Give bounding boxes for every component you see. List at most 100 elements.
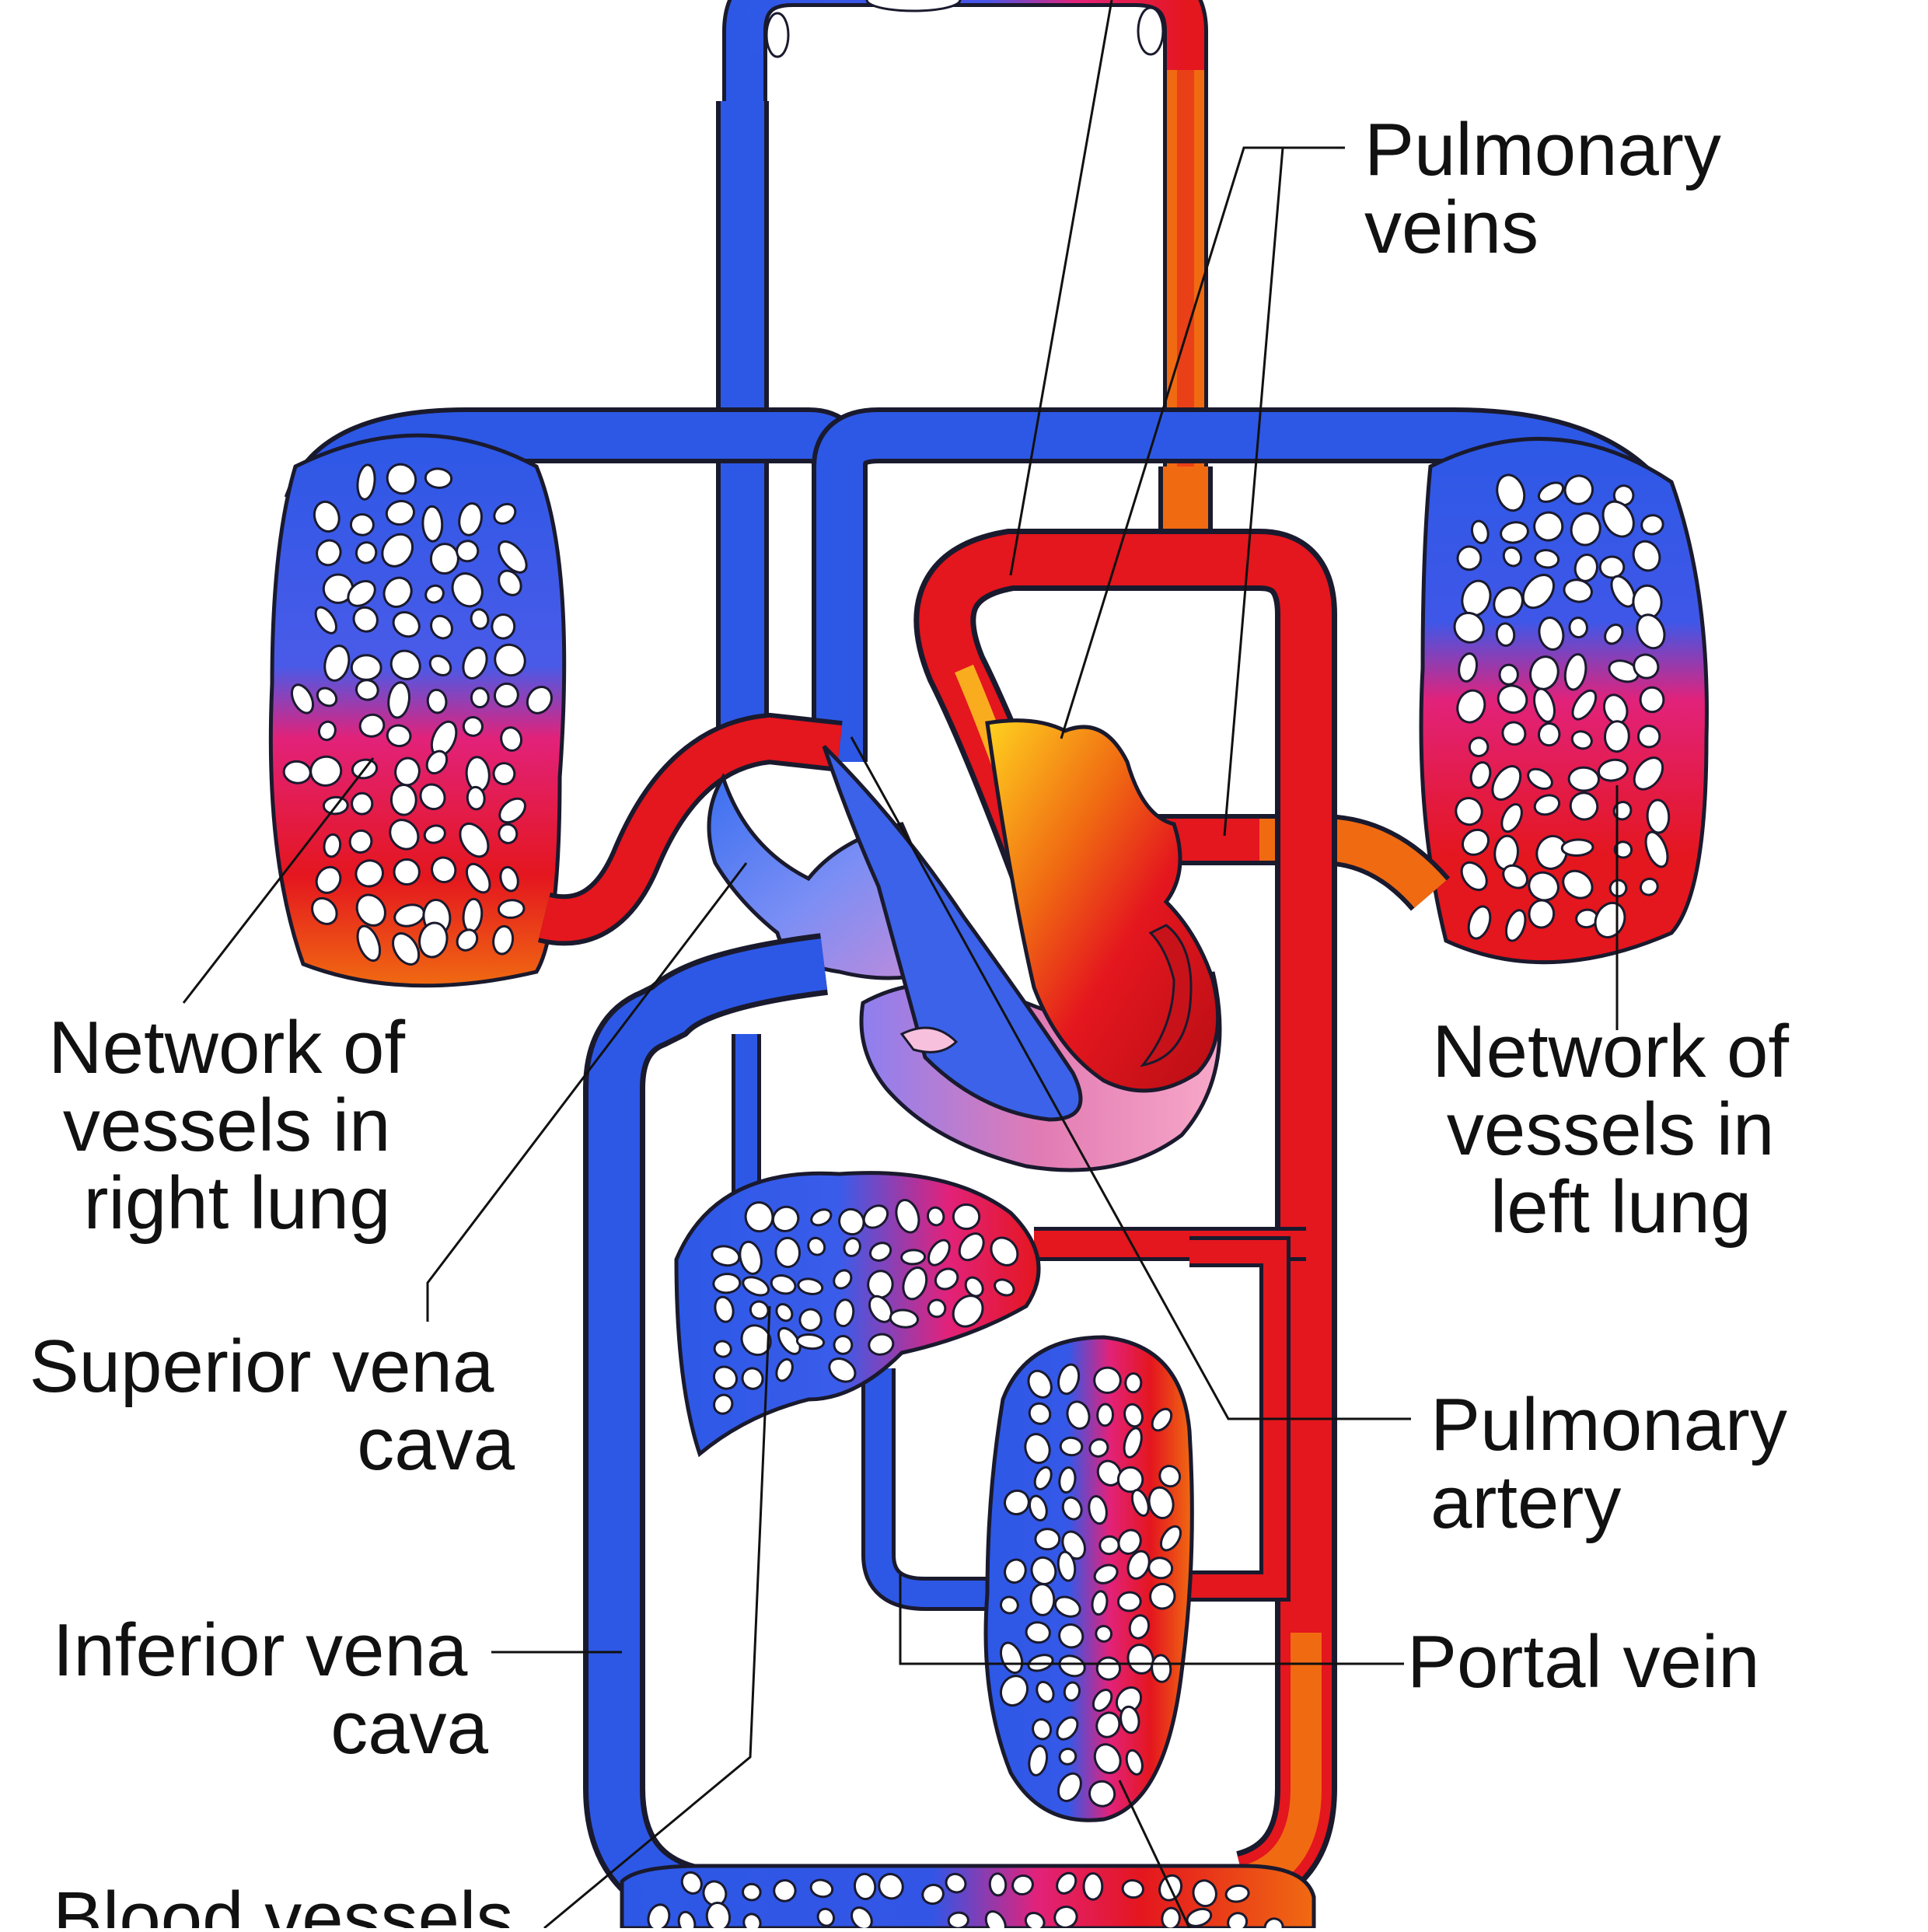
- capillary-gap: [348, 829, 373, 854]
- capillary-gap: [1496, 473, 1526, 512]
- capillary-gap: [1639, 686, 1665, 714]
- capillary-gap: [1151, 1407, 1173, 1432]
- capillary-gap: [458, 502, 483, 536]
- label-superior-vena-cava: Superior vena cava: [30, 1325, 515, 1486]
- capillary-gap: [1095, 1624, 1113, 1643]
- capillary-gap: [386, 724, 412, 748]
- capillary-gap: [425, 749, 449, 775]
- capillary-gap: [1534, 549, 1560, 569]
- capillary-gap: [1117, 1528, 1142, 1555]
- capillary-gap: [777, 1326, 802, 1355]
- capillary-gap: [465, 862, 491, 894]
- capillary-gap: [869, 1242, 892, 1262]
- capillary-gap: [385, 500, 415, 526]
- label-portal-vein: Portal vein: [1407, 1620, 1760, 1703]
- capillary-gap: [1646, 798, 1671, 834]
- capillary-gap: [1633, 756, 1664, 791]
- capillary-gap: [1088, 1495, 1108, 1525]
- capillary-gap: [456, 540, 480, 563]
- capillary-gap: [499, 865, 519, 893]
- capillary-gap: [290, 683, 315, 714]
- capillary-gap: [392, 932, 421, 966]
- capillary-gap: [1091, 1689, 1113, 1712]
- capillary-gap: [1066, 1400, 1091, 1431]
- liver-network: [674, 1171, 1041, 1458]
- capillary-gap: [945, 1872, 967, 1894]
- capillary-gap: [1633, 653, 1660, 680]
- capillary-gap: [1467, 905, 1492, 940]
- capillary-gap: [1538, 617, 1565, 651]
- capillary-gap: [1128, 1614, 1151, 1640]
- capillary-gap: [314, 606, 337, 634]
- capillary-gap: [1455, 797, 1483, 826]
- gut-network: [983, 1335, 1194, 1822]
- capillary-gap: [419, 783, 446, 811]
- capillary-gap: [1527, 767, 1553, 791]
- capillary-gap: [1095, 1711, 1121, 1738]
- capillary-gap: [351, 791, 374, 816]
- capillary-gap: [500, 726, 523, 752]
- leader-portal-vein: [899, 1574, 1404, 1665]
- capillary-gap: [775, 1303, 794, 1322]
- capillary-gap: [712, 1365, 739, 1390]
- capillary-gap: [1224, 1884, 1250, 1903]
- capillary-gap: [889, 1308, 920, 1329]
- capillary-gap: [1030, 1556, 1057, 1585]
- capillary-gap: [952, 1203, 981, 1231]
- capillary-gap: [356, 924, 382, 963]
- capillary-gap: [1033, 1466, 1053, 1490]
- capillary-gap: [1130, 1489, 1150, 1517]
- capillary-gap: [1036, 1680, 1055, 1703]
- capillary-gap: [988, 1872, 1008, 1897]
- leader-blood-vessels-gut: [1118, 1780, 1191, 1929]
- label-network-left-lung: Network of vessels in left lung: [1432, 1010, 1809, 1249]
- capillary-gap: [381, 533, 414, 568]
- capillary-gap: [1501, 721, 1527, 746]
- capillary-gap: [1456, 689, 1486, 724]
- capillary-gap: [1500, 521, 1529, 544]
- left-lung-network: [1419, 437, 1709, 965]
- capillary-gap: [1470, 519, 1490, 544]
- leader-pulmonary-artery: [850, 736, 1411, 1420]
- capillary-gap: [1460, 861, 1488, 892]
- capillary-gap: [952, 1294, 984, 1328]
- capillary-gap: [809, 1878, 834, 1899]
- capillary-gap: [1537, 722, 1561, 747]
- label-pulmonary-artery: Pulmonary artery: [1430, 1383, 1808, 1544]
- capillary-gap: [491, 613, 516, 640]
- capillary-gap: [1057, 1550, 1077, 1582]
- capillary-gap: [459, 822, 490, 858]
- capillary-gap: [389, 649, 421, 681]
- capillary-gap: [862, 1204, 889, 1229]
- capillary-gap: [1571, 689, 1598, 721]
- capillary-gap: [1029, 1583, 1056, 1616]
- capillary-gap: [389, 784, 417, 816]
- capillary-gap: [1004, 1489, 1030, 1516]
- capillary-gap: [1560, 838, 1594, 857]
- capillary-gap: [1562, 869, 1594, 900]
- capillary-gap: [1533, 511, 1564, 542]
- leader-right-lung: [182, 757, 375, 1004]
- capillary-gap: [1011, 1874, 1034, 1896]
- capillary-gap: [934, 1267, 959, 1291]
- capillary-gap: [773, 1879, 797, 1902]
- capillary-gap: [1147, 1486, 1175, 1520]
- label-inferior-vena-cava: Inferior vena cava: [53, 1609, 489, 1770]
- capillary-gap: [838, 1207, 865, 1236]
- capillary-gap: [742, 1276, 770, 1297]
- capillary-gap: [1632, 540, 1661, 572]
- capillary-gap: [868, 1333, 895, 1356]
- capillary-gap: [1469, 761, 1492, 789]
- capillary-gap: [1053, 1905, 1078, 1929]
- capillary-gap: [1537, 481, 1565, 503]
- capillary-gap: [740, 1324, 772, 1357]
- capillary-gap: [1598, 555, 1626, 579]
- capillary-gap: [1098, 1535, 1120, 1556]
- capillary-gap: [1053, 1595, 1081, 1618]
- capillary-gap: [1059, 1436, 1084, 1457]
- leader-pulmonary-veins-1: [1009, 0, 1113, 576]
- capillary-gap: [1468, 736, 1490, 757]
- capillary-gap: [355, 679, 379, 701]
- capillary-gap: [714, 1295, 735, 1323]
